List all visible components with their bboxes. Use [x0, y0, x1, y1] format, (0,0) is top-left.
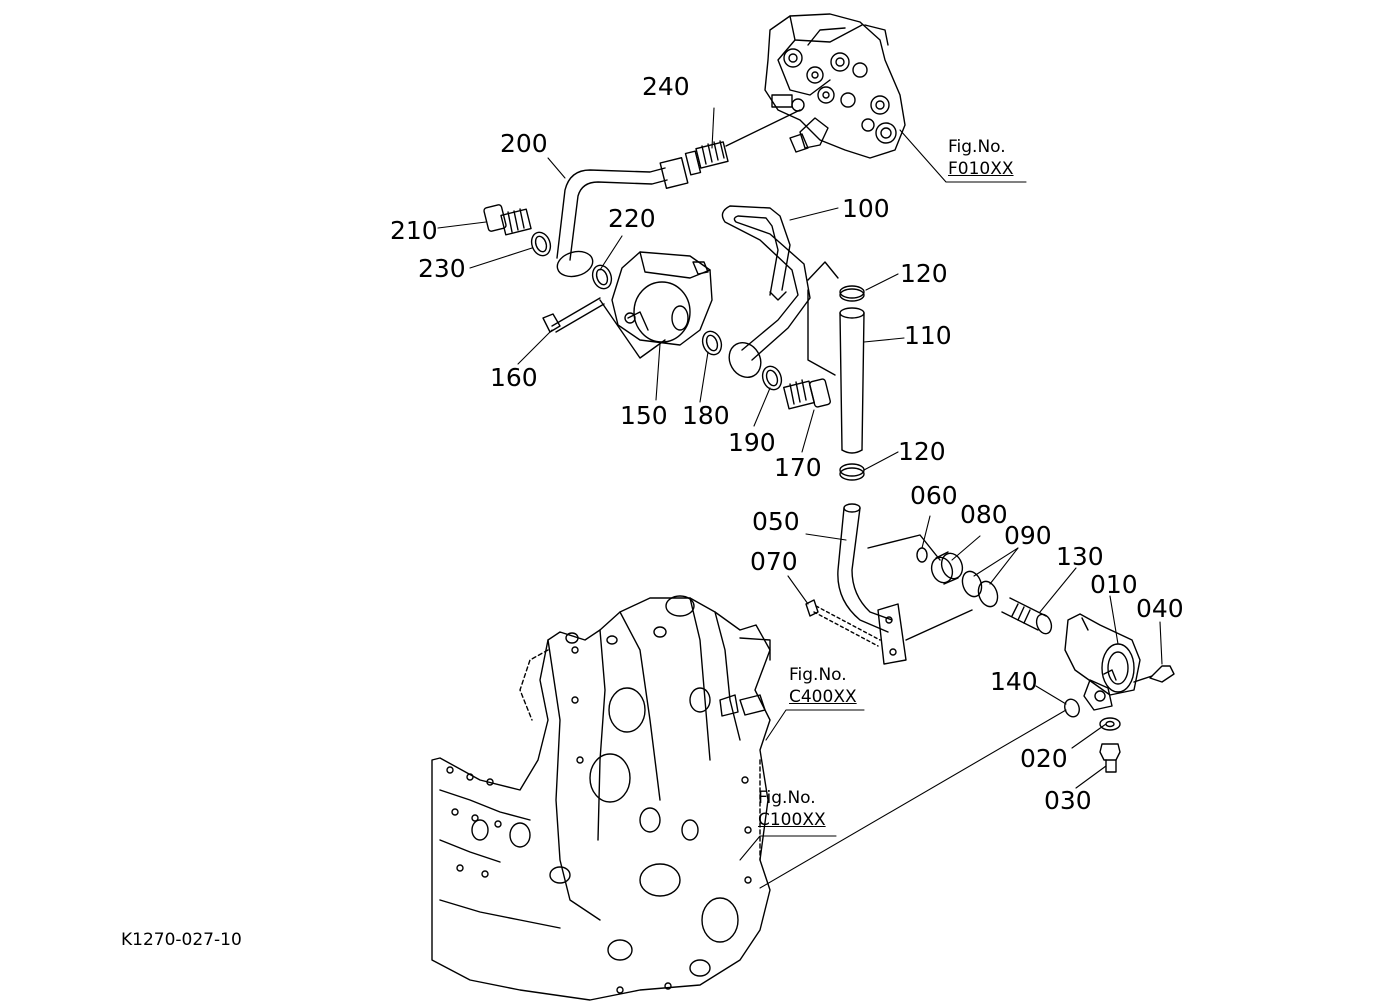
suction-pipe-100 — [721, 205, 836, 378]
strainer-080 — [930, 551, 964, 585]
o-rings-090 — [961, 570, 999, 608]
part-number-190[interactable]: 190 — [728, 428, 776, 457]
washer-020 — [1099, 717, 1121, 731]
o-ring-140 — [1064, 698, 1080, 718]
part-number-050[interactable]: 050 — [752, 507, 800, 536]
part-number-090[interactable]: 090 — [1004, 521, 1052, 550]
part-number-240[interactable]: 240 — [642, 72, 690, 101]
part-number-160[interactable]: 160 — [490, 363, 538, 392]
bolt-070 — [805, 599, 881, 647]
fig-ref-code[interactable]: F010XX — [948, 159, 1014, 179]
part-number-220[interactable]: 220 — [608, 204, 656, 233]
fig-ref-f010xx[interactable]: Fig.No. F010XX — [948, 136, 1014, 180]
part-number-150[interactable]: 150 — [620, 401, 668, 430]
transmission-case — [431, 595, 771, 1001]
banjo-bolt-210 — [483, 204, 532, 236]
part-number-010[interactable]: 010 — [1090, 570, 1138, 599]
washer-230 — [530, 231, 552, 257]
fig-ref-code[interactable]: C100XX — [758, 810, 826, 830]
part-number-100[interactable]: 100 — [842, 194, 890, 223]
bolt-160 — [542, 297, 605, 333]
part-number-210[interactable]: 210 — [390, 216, 438, 245]
delivery-pipe-200 — [556, 109, 801, 278]
part-number-030[interactable]: 030 — [1044, 786, 1092, 815]
hose-clamp-120-lower — [839, 463, 865, 481]
washer-180 — [701, 330, 723, 356]
hose-110 — [807, 261, 865, 454]
fig-ref-label: Fig.No. — [948, 137, 1006, 157]
part-number-020[interactable]: 020 — [1020, 744, 1068, 773]
part-number-200[interactable]: 200 — [500, 129, 548, 158]
part-number-130[interactable]: 130 — [1056, 542, 1104, 571]
part-number-180[interactable]: 180 — [682, 401, 730, 430]
hydraulic-pump-150 — [599, 251, 713, 359]
part-number-110[interactable]: 110 — [904, 321, 952, 350]
washer-220 — [591, 264, 613, 290]
washer-190 — [761, 365, 783, 391]
part-number-120-lower[interactable]: 120 — [898, 437, 946, 466]
part-number-230[interactable]: 230 — [418, 254, 466, 283]
fig-ref-label: Fig.No. — [758, 788, 816, 808]
part-number-040[interactable]: 040 — [1136, 594, 1184, 623]
part-number-060[interactable]: 060 — [910, 481, 958, 510]
fig-ref-code[interactable]: C400XX — [789, 687, 857, 707]
part-number-170[interactable]: 170 — [774, 453, 822, 482]
part-number-080[interactable]: 080 — [960, 500, 1008, 529]
leader-lines — [437, 107, 1163, 889]
housing-010 — [1064, 613, 1141, 711]
bolt-040 — [1133, 665, 1175, 683]
part-number-140[interactable]: 140 — [990, 667, 1038, 696]
fig-ref-label: Fig.No. — [789, 665, 847, 685]
part-number-070[interactable]: 070 — [750, 547, 798, 576]
fig-ref-c400xx[interactable]: Fig.No. C400XX — [789, 664, 857, 708]
figure-code: K1270-027-10 — [121, 930, 242, 950]
part-number-120-upper[interactable]: 120 — [900, 259, 948, 288]
hose-clamp-120-upper — [839, 285, 865, 302]
fig-ref-c100xx[interactable]: Fig.No. C100XX — [758, 787, 826, 831]
control-valve-assembly — [764, 13, 906, 159]
suction-pipe-050 — [837, 503, 973, 665]
union-bolt-170 — [783, 378, 831, 410]
shaft-130 — [1001, 597, 1053, 635]
o-ring-060 — [916, 547, 928, 563]
